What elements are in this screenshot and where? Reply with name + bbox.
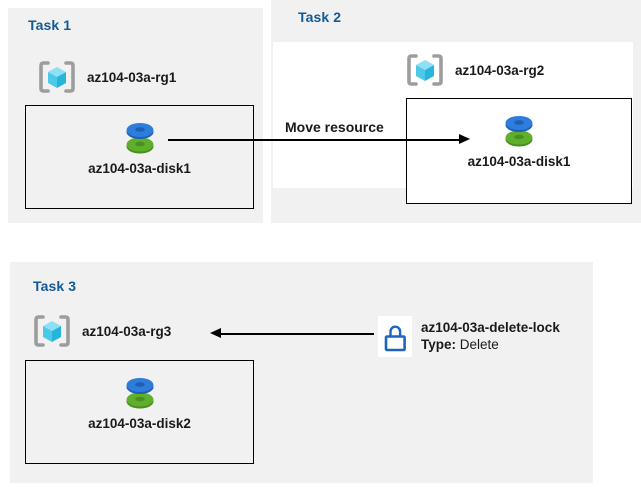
disk-icon bbox=[126, 378, 153, 409]
disk-name: az104-03a-disk2 bbox=[88, 416, 191, 431]
resource-group-name: az104-03a-rg1 bbox=[87, 69, 177, 85]
delete-lock-info: az104-03a-delete-lock Type: Delete bbox=[421, 319, 560, 353]
task1-title: Task 1 bbox=[28, 17, 72, 33]
task3-resource-box: az104-03a-disk2 bbox=[25, 360, 254, 464]
move-resource-arrow-head bbox=[459, 134, 470, 144]
resource-group-name: az104-03a-rg2 bbox=[455, 62, 545, 78]
disk-icon bbox=[126, 123, 153, 154]
lock-icon bbox=[384, 324, 406, 351]
delete-lock-name: az104-03a-delete-lock bbox=[421, 320, 560, 335]
resource-group-icon bbox=[39, 61, 75, 93]
disk-name: az104-03a-disk1 bbox=[467, 154, 571, 169]
resource-group-icon bbox=[407, 54, 443, 86]
delete-lock-arrow-line bbox=[221, 333, 374, 335]
task2-title: Task 2 bbox=[298, 9, 342, 25]
task2-resource-group: az104-03a-rg2 bbox=[405, 53, 544, 87]
task3-panel: Task 3 az104-03a-rg3 az104-03a-disk2 bbox=[10, 262, 593, 483]
move-resource-label: Move resource bbox=[285, 119, 384, 135]
lock-type-label: Type: bbox=[421, 337, 457, 352]
resource-group-icon bbox=[34, 315, 70, 347]
lock-icon-plate bbox=[378, 316, 412, 357]
move-resource-arrow-line bbox=[168, 139, 459, 141]
task1-panel: Task 1 az104-03a-rg1 az104-03a-disk1 bbox=[8, 8, 263, 223]
delete-lock-arrow-head bbox=[210, 328, 221, 338]
disk-icon bbox=[505, 116, 533, 147]
task3-resource-group: az104-03a-rg3 bbox=[32, 314, 171, 348]
lock-type-value: Delete bbox=[459, 337, 499, 352]
task2-panel: Task 2 az104-03a-rg2 az104-03a-disk1 bbox=[271, 0, 641, 223]
delete-lock-type: Type: Delete bbox=[421, 336, 560, 353]
task2-resource-box: az104-03a-disk1 bbox=[406, 98, 632, 204]
task3-title: Task 3 bbox=[33, 278, 77, 294]
disk-name: az104-03a-disk1 bbox=[88, 161, 191, 176]
task1-resource-box: az104-03a-disk1 bbox=[25, 105, 254, 209]
resource-group-name: az104-03a-rg3 bbox=[82, 323, 172, 339]
task1-resource-group: az104-03a-rg1 bbox=[37, 60, 176, 94]
